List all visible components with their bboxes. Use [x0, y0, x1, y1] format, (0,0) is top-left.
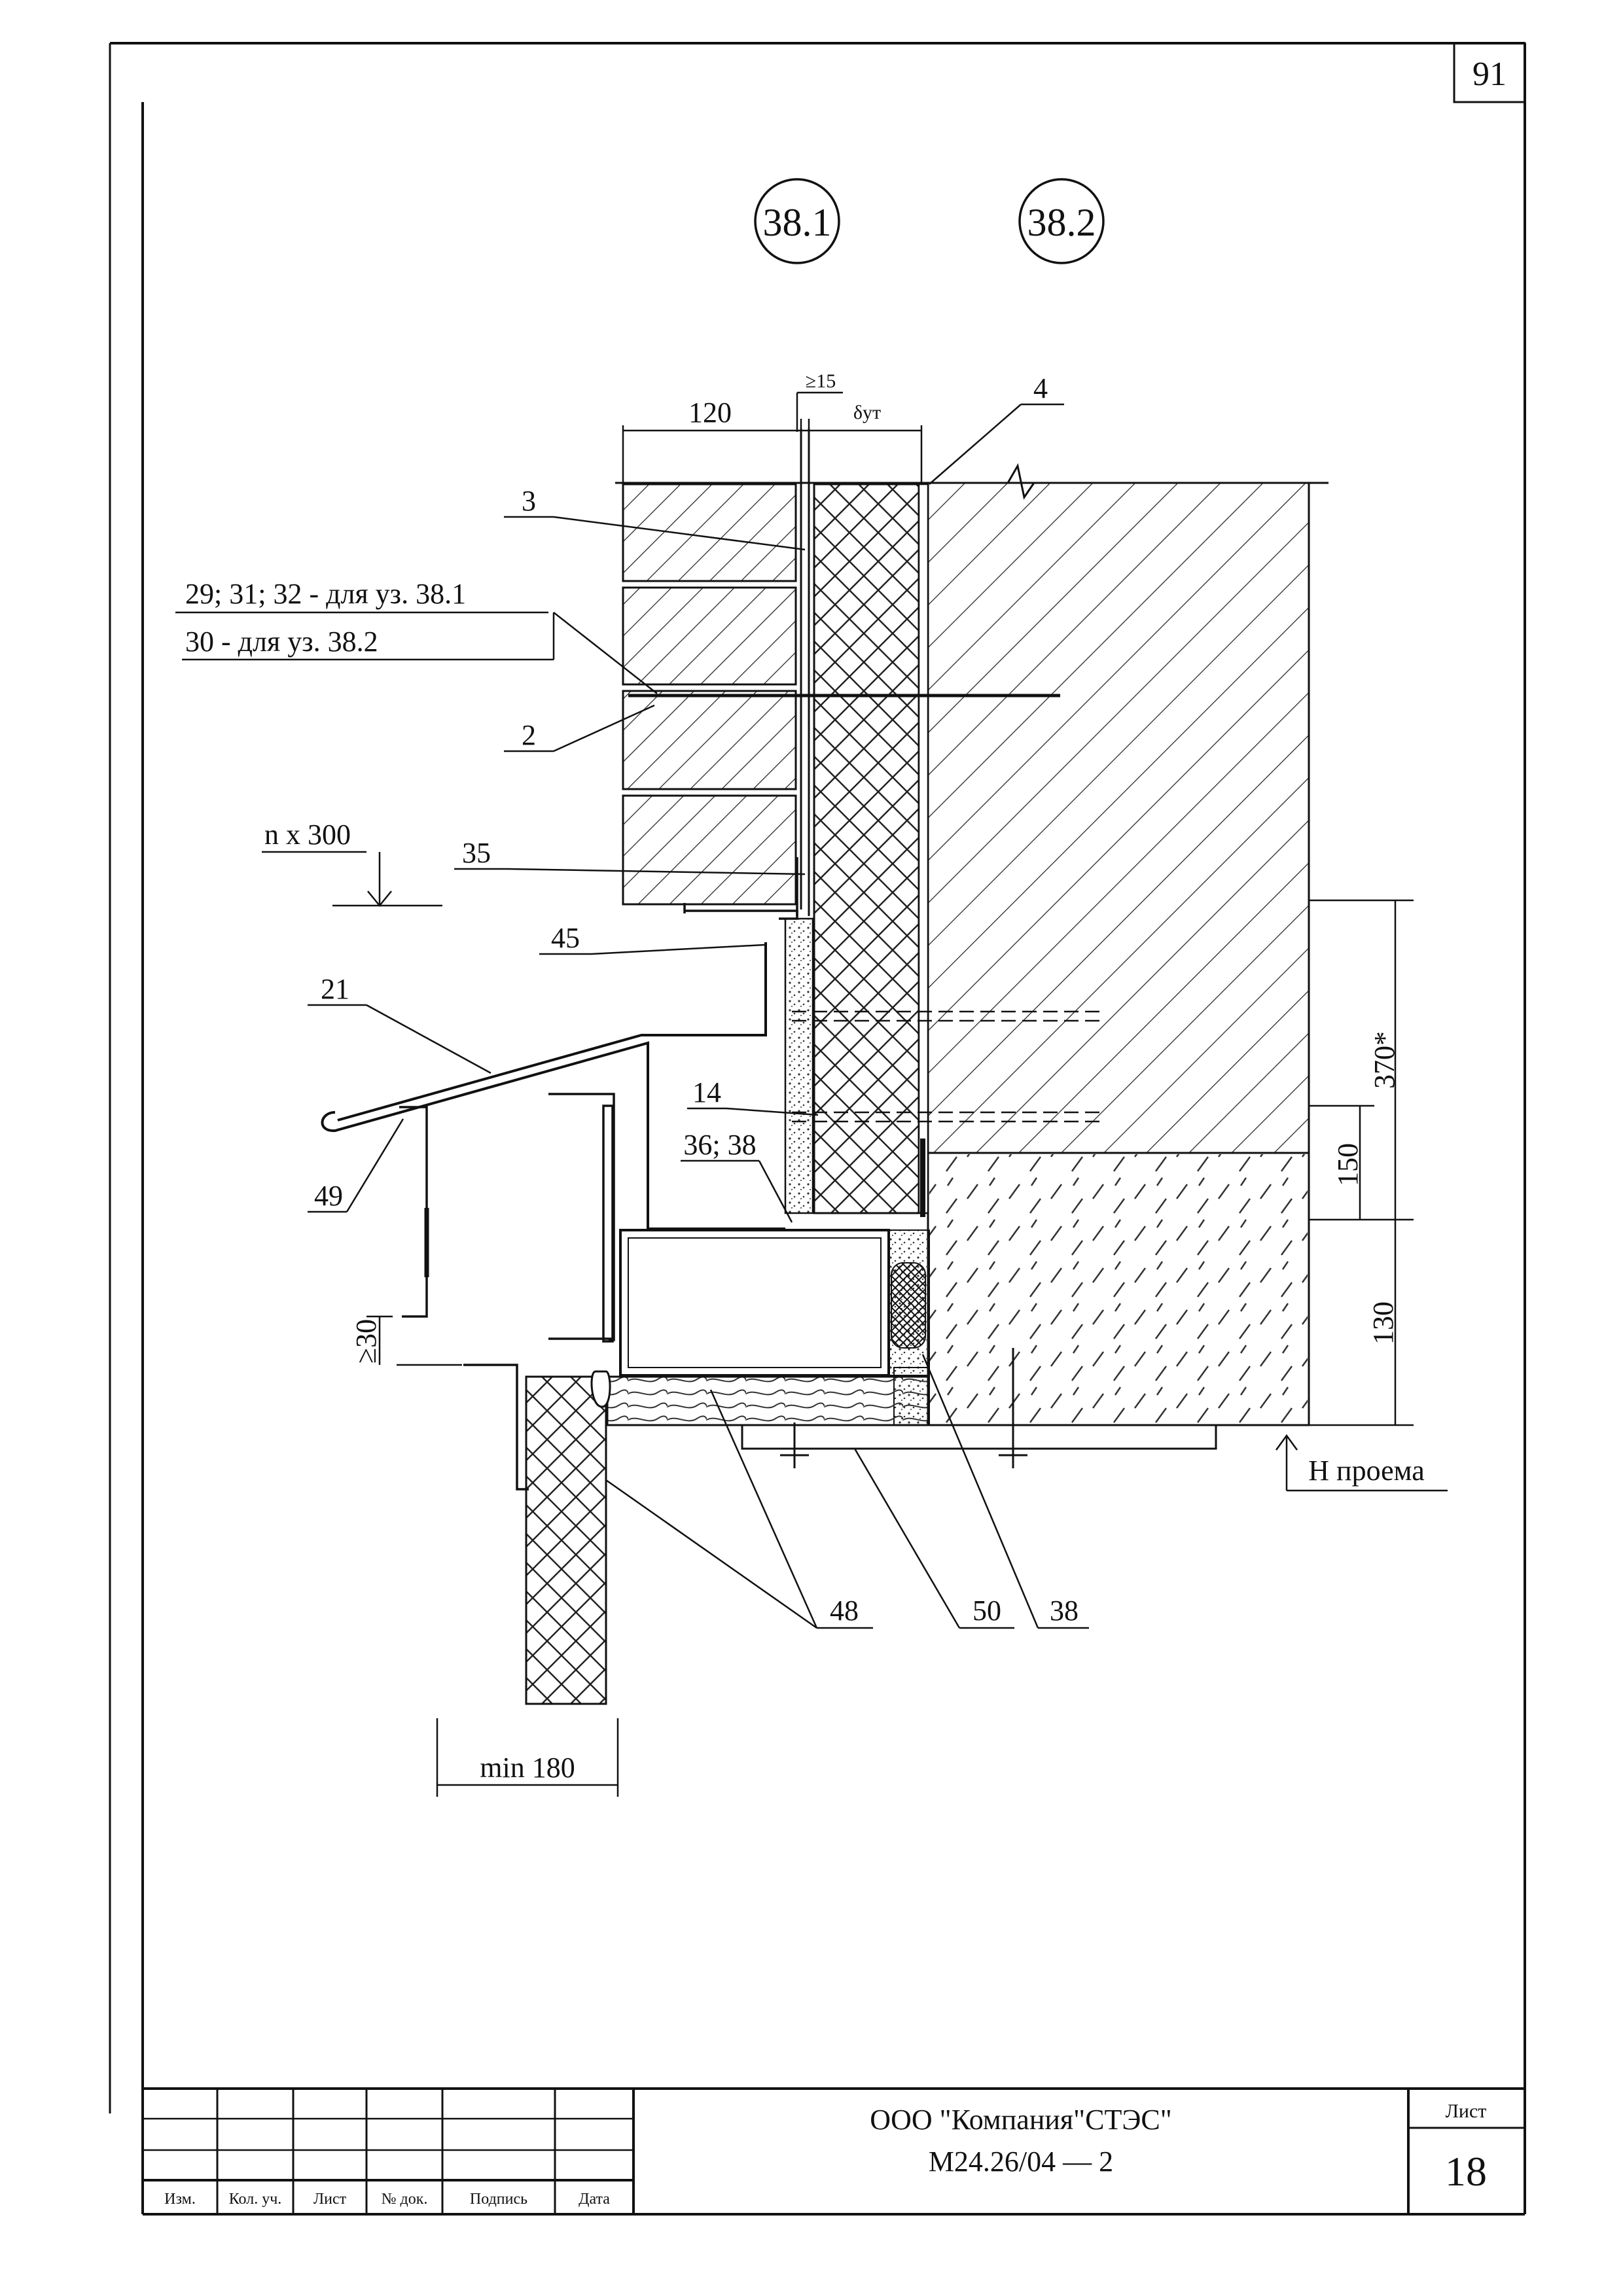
company-name: ООО "Компания"СТЭС" — [870, 2104, 1171, 2136]
svg-text:49: 49 — [314, 1180, 343, 1212]
svg-text:Лист: Лист — [313, 2191, 347, 2208]
svg-text:30 - для уз. 38.2: 30 - для уз. 38.2 — [185, 626, 378, 658]
callout-21: 21 — [308, 973, 491, 1074]
node-mark-38-2: 38.2 — [1018, 178, 1105, 264]
opening-height-label: Н проема — [1308, 1455, 1424, 1487]
callout-45: 45 — [539, 922, 765, 955]
dim-150: 150 — [1332, 1143, 1364, 1186]
callout-14: 14 — [687, 1076, 819, 1116]
window-panel — [397, 1364, 611, 1705]
dim-370: 370* — [1368, 1031, 1400, 1089]
callout-3: 3 — [504, 485, 806, 551]
svg-text:38.2: 38.2 — [1027, 201, 1096, 244]
callout-49: 49 — [308, 1118, 404, 1213]
dim-insulation: δут — [853, 402, 881, 423]
course-spacing-mark: n x 300 — [262, 819, 442, 907]
svg-text:35: 35 — [462, 837, 491, 869]
svg-text:n x 300: n x 300 — [264, 819, 351, 851]
svg-text:38: 38 — [1050, 1595, 1079, 1627]
svg-text:3: 3 — [522, 485, 536, 517]
svg-text:2: 2 — [522, 719, 536, 751]
callout-29-31-32: 29; 31; 32 - для уз. 38.1 30 - для уз. 3… — [175, 578, 658, 694]
dim-130: 130 — [1367, 1301, 1399, 1345]
dim-gap: ≥15 — [806, 370, 836, 392]
svg-text:50: 50 — [972, 1595, 1001, 1627]
dim-min-180: min 180 — [436, 1718, 619, 1797]
callout-48: 48 — [605, 1389, 873, 1629]
insulation-layer — [813, 483, 929, 1214]
callout-4: 4 — [929, 372, 1064, 485]
svg-text:Кол. уч.: Кол. уч. — [229, 2191, 282, 2208]
callout-36-38: 36; 38 — [681, 1129, 793, 1223]
dim-min-30: ≥30 — [350, 1315, 393, 1365]
svg-text:№ док.: № док. — [382, 2191, 428, 2208]
document-code: М24.26/04 — 2 — [929, 2146, 1113, 2178]
sheet-number: 18 — [1445, 2148, 1487, 2195]
svg-text:4: 4 — [1033, 372, 1048, 404]
svg-text:14: 14 — [692, 1076, 721, 1108]
svg-text:38.1: 38.1 — [763, 201, 832, 244]
dim-120: 120 — [688, 397, 732, 429]
wall-section — [615, 463, 1329, 1426]
dowels — [792, 1010, 1106, 1123]
svg-text:45: 45 — [551, 922, 580, 954]
sheet-label: Лист — [1446, 2100, 1487, 2122]
window-sill-flashing — [321, 942, 785, 1230]
svg-text:Подпись: Подпись — [470, 2191, 527, 2208]
svg-text:Дата: Дата — [579, 2191, 610, 2208]
svg-text:≥30: ≥30 — [350, 1319, 382, 1364]
svg-text:21: 21 — [321, 973, 349, 1005]
title-block-headers: Изм. Кол. уч. Лист № док. Подпись Дата — [164, 2191, 610, 2208]
title-block — [143, 2087, 1525, 2214]
callout-50: 50 — [853, 1448, 1014, 1629]
callout-38: 38 — [921, 1354, 1089, 1629]
top-dimensions — [622, 391, 923, 484]
sheet-frame — [109, 42, 1526, 2216]
lintel-box — [619, 1139, 930, 1426]
node-mark-38-1: 38.1 — [754, 178, 840, 264]
svg-text:Изм.: Изм. — [164, 2191, 196, 2208]
svg-text:36; 38: 36; 38 — [683, 1129, 756, 1161]
svg-text:29; 31; 32 - для уз. 38.1: 29; 31; 32 - для уз. 38.1 — [185, 578, 466, 610]
svg-text:min 180: min 180 — [480, 1752, 575, 1784]
right-dimensions — [1275, 899, 1448, 1492]
svg-text:48: 48 — [830, 1595, 859, 1627]
wood-board — [606, 1348, 1217, 1468]
window-frame — [399, 1093, 615, 1343]
callout-2: 2 — [504, 704, 655, 752]
foam-seal — [784, 917, 814, 1214]
brick-facing — [622, 429, 810, 916]
callout-35: 35 — [454, 837, 806, 875]
top-sheet-number: 91 — [1472, 56, 1507, 93]
